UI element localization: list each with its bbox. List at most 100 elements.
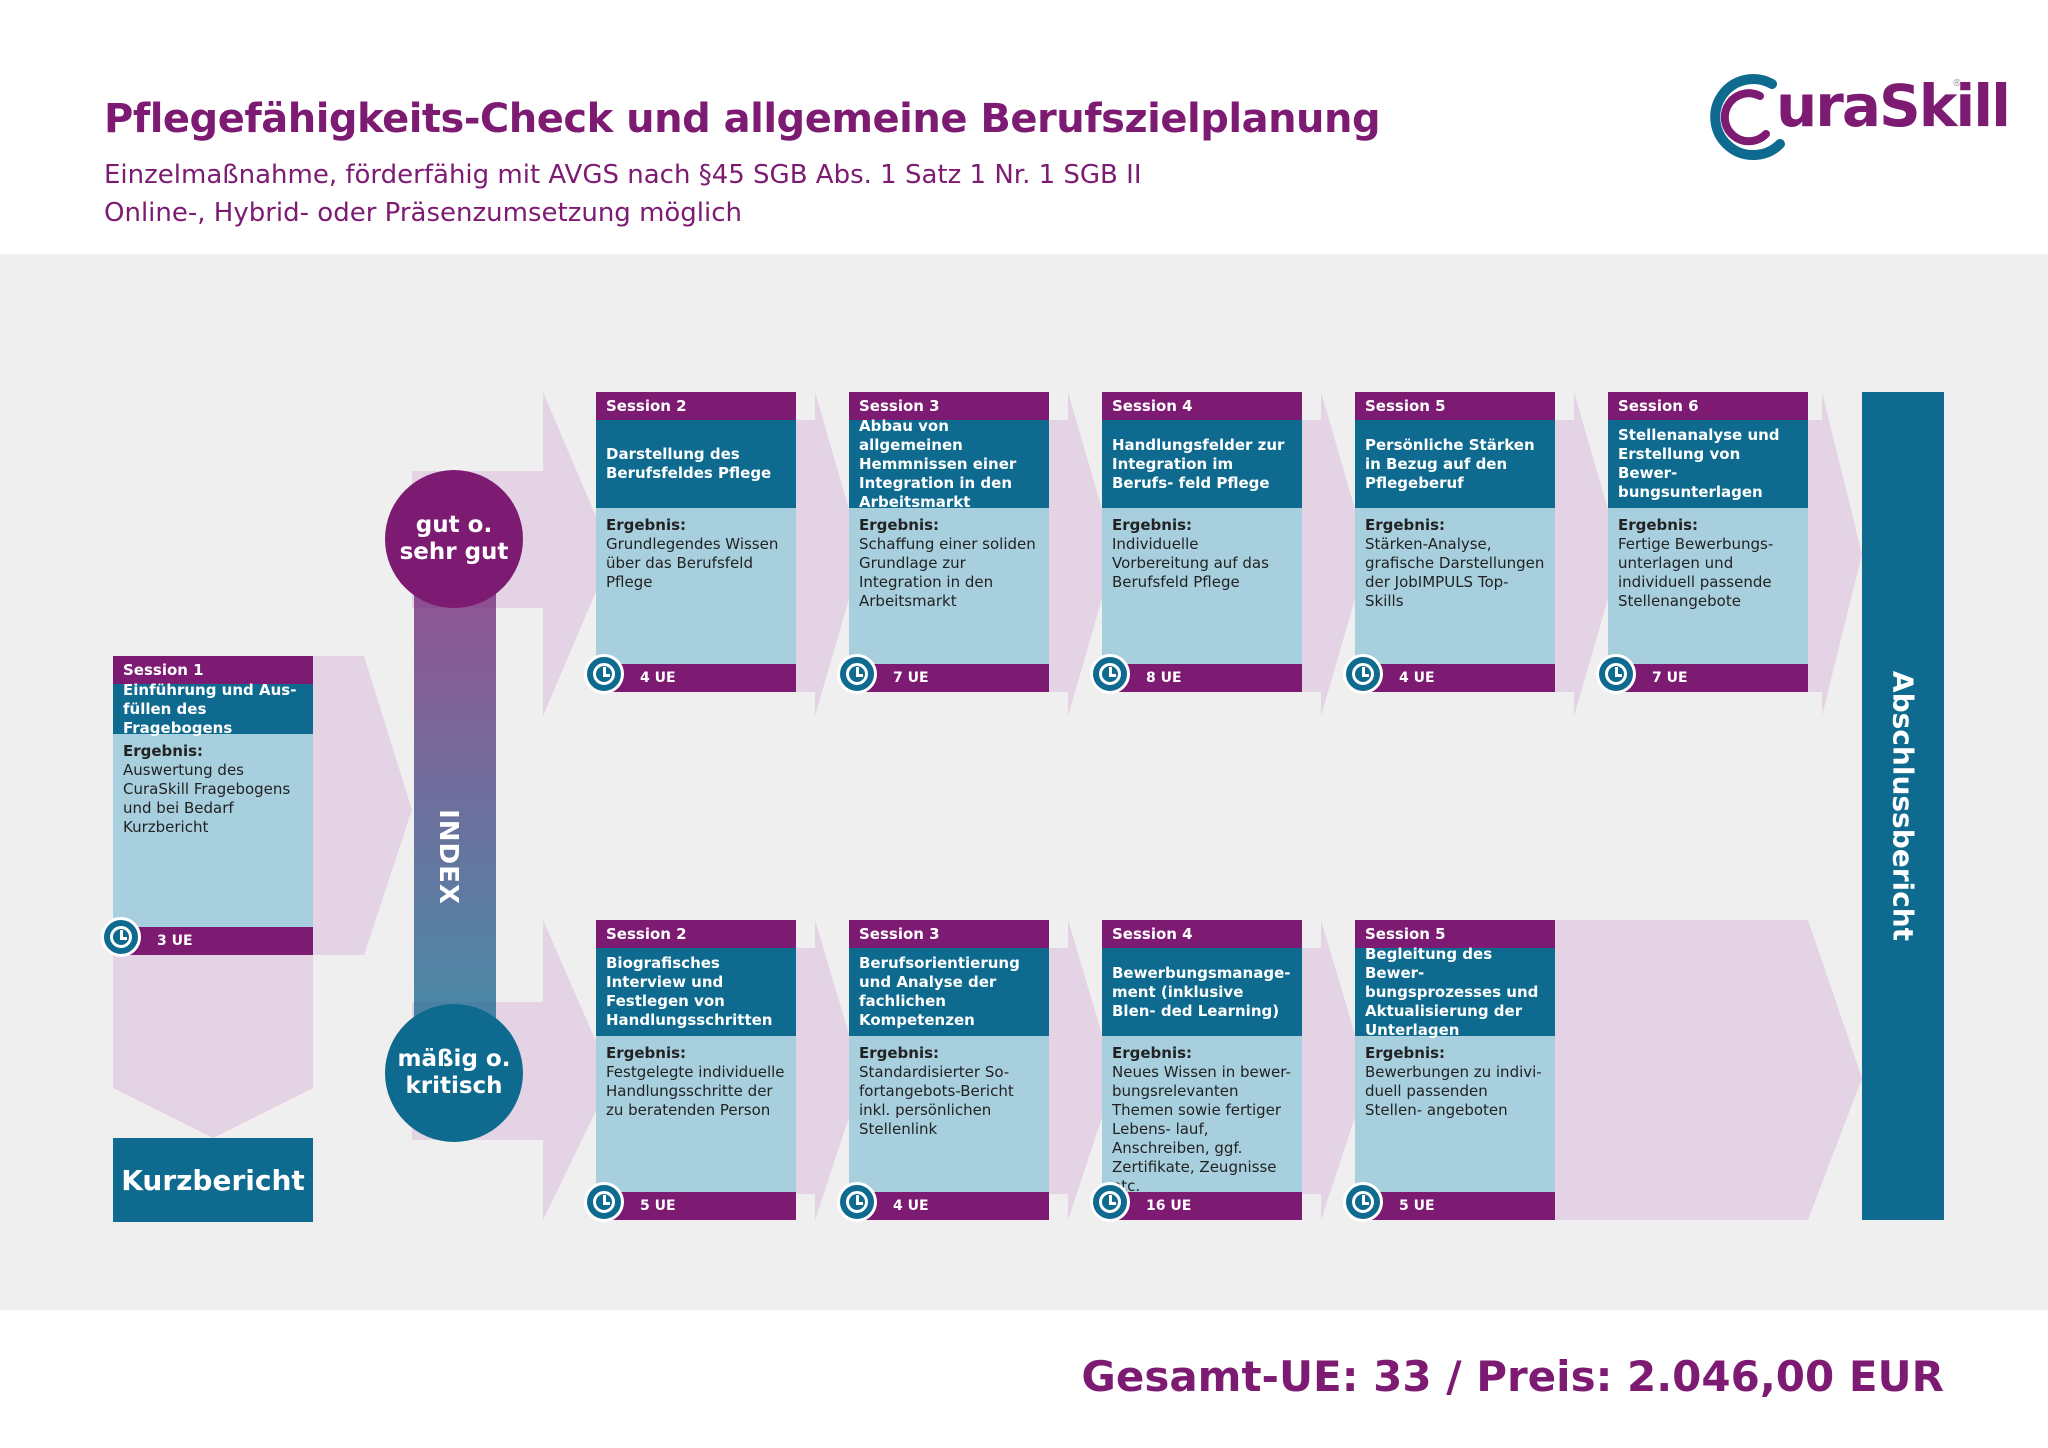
total-price: Gesamt-UE: 33 / Preis: 2.046,00 EUR (1081, 1352, 1944, 1401)
clock-icon (584, 1182, 624, 1222)
clock-icon (584, 654, 624, 694)
subtitle-format: Online-, Hybrid- oder Präsenzumsetzung m… (104, 198, 743, 228)
result-label: Ergebnis: (1618, 516, 1699, 534)
session1-card: Session 1 Einführung und Aus- füllen des… (101, 656, 313, 957)
result-label: Ergebnis: (859, 516, 940, 534)
session-heading: Begleitung des Bewer- bungsprozesses und… (1355, 945, 1555, 1039)
session-label: Session 2 (596, 392, 796, 420)
session-heading: Berufsorientierung und Analyse der fachl… (849, 948, 1049, 1036)
session1-arrow (313, 656, 412, 955)
top-arrow-3 (1302, 392, 1368, 716)
bottom-session3-card: Session 3 Berufsorientierung und Analyse… (837, 920, 1049, 1222)
session-ue: 4 UE (584, 654, 796, 694)
session-ue: 5 UE (584, 1182, 796, 1222)
ue-value: 7 UE (1652, 670, 1688, 686)
session-label: Session 3 (849, 392, 1049, 420)
session-result: Ergebnis: Stärken-Analyse, grafische Dar… (1355, 508, 1555, 664)
result-text: Stärken-Analyse, grafische Darstellungen… (1365, 535, 1545, 610)
top-session5-card: Session 5 Persönliche Stärken in Bezug a… (1343, 392, 1555, 694)
ue-value: 8 UE (1146, 670, 1182, 686)
result-text: Fertige Bewerbungs- unterlagen und indiv… (1618, 535, 1774, 610)
ue-value: 5 UE (640, 1198, 676, 1214)
bottom-arrow-2 (1049, 920, 1115, 1220)
result-text: Individuelle Vorbereitung auf das Berufs… (1112, 535, 1269, 591)
kurzbericht-arrow (113, 955, 313, 1138)
session-result: Ergebnis: Fertige Bewerbungs- unterlagen… (1608, 508, 1808, 664)
session-ue: 3 UE (101, 917, 313, 957)
top-arrow-5 (1808, 392, 1862, 716)
bottom-session4-card: Session 4 Bewerbungsmanage- ment (inklus… (1090, 920, 1302, 1222)
result-label: Ergebnis: (1112, 516, 1193, 534)
result-label: Ergebnis: (123, 742, 204, 760)
result-label: Ergebnis: (1112, 1044, 1193, 1062)
top-session3-card: Session 3 Abbau von allgemeinen Hemmniss… (837, 392, 1049, 694)
session-label: Session 2 (596, 920, 796, 948)
ue-value: 4 UE (1399, 670, 1435, 686)
session-label: Session 5 (1355, 920, 1555, 948)
session-ue: 5 UE (1343, 1182, 1555, 1222)
session-ue: 4 UE (837, 1182, 1049, 1222)
result-text: Bewerbungen zu indivi- duell passenden S… (1365, 1063, 1542, 1119)
branch-good: gut o. sehr gut (385, 470, 523, 608)
session-ue: 8 UE (1090, 654, 1302, 694)
index-bar (414, 540, 496, 1040)
session-ue: 16 UE (1090, 1182, 1302, 1222)
session-label: Session 4 (1102, 392, 1302, 420)
session-result: Ergebnis: Auswertung des CuraSkill Frage… (113, 734, 313, 927)
clock-icon (1090, 1182, 1130, 1222)
ue-value: 16 UE (1146, 1198, 1192, 1214)
session-ue: 7 UE (1596, 654, 1808, 694)
subtitle-funding: Einzelmaßnahme, förderfähig mit AVGS nac… (104, 160, 1142, 190)
clock-icon (1343, 654, 1383, 694)
result-label: Ergebnis: (1365, 516, 1446, 534)
session-result: Ergebnis: Neues Wissen in bewer- bungsre… (1102, 1036, 1302, 1195)
clock-icon (101, 917, 141, 957)
result-label: Ergebnis: (606, 1044, 687, 1062)
result-label: Ergebnis: (859, 1044, 940, 1062)
bottom-session2-card: Session 2 Biografisches Interview und Fe… (584, 920, 796, 1222)
session-heading: Persönliche Stärken in Bezug auf den Pfl… (1355, 420, 1555, 508)
clock-icon (1343, 1182, 1383, 1222)
clock-icon (1090, 654, 1130, 694)
clock-icon (1596, 654, 1636, 694)
session-heading: Abbau von allgemeinen Hemmnissen einer I… (849, 417, 1049, 511)
session-label: Session 4 (1102, 920, 1302, 948)
top-arrow-1 (796, 392, 862, 716)
session-result: Ergebnis: Grundlegendes Wissen über das … (596, 508, 796, 664)
ue-value: 4 UE (640, 670, 676, 686)
session-heading: Handlungsfelder zur Integration im Beruf… (1102, 420, 1302, 508)
top-arrow-4 (1555, 392, 1621, 716)
session-heading: Biografisches Interview und Festlegen vo… (596, 948, 796, 1036)
ue-value: 7 UE (893, 670, 929, 686)
logo-registered-mark: ® (1952, 78, 1962, 89)
logo-text: uraSkill (1776, 72, 2011, 140)
kurzbericht-box: Kurzbericht (113, 1138, 313, 1222)
result-text: Standardisierter So- fortangebots-Berich… (859, 1063, 1014, 1138)
session-result: Ergebnis: Bewerbungen zu indivi- duell p… (1355, 1036, 1555, 1192)
ue-value: 5 UE (1399, 1198, 1435, 1214)
curaskill-logo (1710, 74, 1785, 161)
ue-value: 3 UE (157, 933, 193, 949)
abschlussbericht-label: Abschlussbericht (1886, 670, 1920, 942)
result-label: Ergebnis: (1365, 1044, 1446, 1062)
top-arrow-2 (1049, 392, 1115, 716)
session-result: Ergebnis: Individuelle Vorbereitung auf … (1102, 508, 1302, 664)
bottom-arrow-final (1555, 920, 1862, 1220)
session-label: Session 1 (113, 656, 313, 684)
session-heading: Einführung und Aus- füllen des Frageboge… (113, 681, 313, 737)
clock-icon (837, 654, 877, 694)
session-heading: Bewerbungsmanage- ment (inklusive Blen- … (1102, 948, 1302, 1036)
session-heading: Darstellung des Berufsfeldes Pflege (596, 420, 796, 508)
clock-icon (837, 1182, 877, 1222)
result-text: Schaffung einer soliden Grundlage zur In… (859, 535, 1036, 610)
top-session4-card: Session 4 Handlungsfelder zur Integratio… (1090, 392, 1302, 694)
session-result: Ergebnis: Schaffung einer soliden Grundl… (849, 508, 1049, 664)
top-session6-card: Session 6 Stellenanalyse und Erstellung … (1596, 392, 1808, 694)
result-text: Auswertung des CuraSkill Fragebogens und… (123, 761, 291, 836)
bottom-arrow-1 (796, 920, 862, 1220)
bottom-arrow-3 (1302, 920, 1368, 1220)
session-ue: 7 UE (837, 654, 1049, 694)
session-result: Ergebnis: Festgelegte individuelle Handl… (596, 1036, 796, 1192)
branch-critical: mäßig o. kritisch (385, 1004, 523, 1142)
